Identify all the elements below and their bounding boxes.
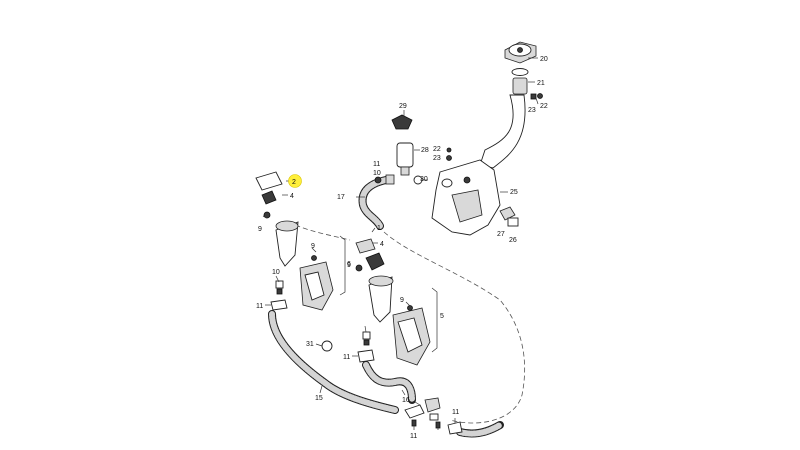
callout-1a[interactable]: 1 bbox=[377, 225, 381, 232]
callout-9d[interactable]: 9 bbox=[400, 297, 404, 304]
callout-2[interactable]: 2 bbox=[292, 179, 296, 186]
lower-fittings[interactable] bbox=[404, 397, 463, 435]
callout-11c[interactable]: 11 bbox=[343, 354, 350, 361]
callout-11b[interactable]: 11 bbox=[256, 303, 263, 310]
callout-29[interactable]: 29 bbox=[399, 103, 407, 110]
callout-23b[interactable]: 23 bbox=[433, 155, 441, 162]
callout-15[interactable]: 15 bbox=[315, 395, 323, 402]
callout-5[interactable]: 5 bbox=[440, 313, 444, 320]
callout-25[interactable]: 25 bbox=[510, 189, 518, 196]
line-routing bbox=[383, 231, 526, 424]
callout-22a[interactable]: 22 bbox=[540, 103, 548, 110]
callout-11d[interactable]: 11 bbox=[410, 433, 417, 440]
callout-23a[interactable]: 23 bbox=[528, 107, 536, 114]
callout-30[interactable]: 30 bbox=[420, 176, 428, 183]
callout-9a[interactable]: 9 bbox=[258, 226, 262, 233]
callout-4a[interactable]: 4 bbox=[290, 193, 294, 200]
hose-15[interactable] bbox=[268, 310, 399, 414]
callout-28[interactable]: 28 bbox=[421, 147, 429, 154]
washer-reservoir[interactable] bbox=[431, 41, 537, 236]
hose-lower-right[interactable] bbox=[456, 421, 504, 438]
callout-4b[interactable]: 4 bbox=[380, 241, 384, 248]
leader-lines bbox=[262, 57, 539, 430]
callout-21[interactable]: 21 bbox=[537, 80, 545, 87]
callout-9b[interactable]: 9 bbox=[311, 243, 315, 250]
hose-16[interactable] bbox=[362, 361, 416, 404]
right-washer-nozzle-assembly[interactable] bbox=[321, 238, 431, 366]
callout-11e[interactable]: 11 bbox=[452, 409, 459, 416]
callout-11a[interactable]: 11 bbox=[373, 161, 380, 168]
callout-6[interactable]: 6 bbox=[347, 261, 351, 268]
line-routing-2 bbox=[287, 221, 351, 241]
callout-20[interactable]: 20 bbox=[540, 56, 548, 63]
callout-10a[interactable]: 10 bbox=[373, 170, 381, 177]
callout-labels: 20 21 22 23 25 26 27 29 28 22 23 30 11 1… bbox=[256, 56, 548, 440]
callout-26[interactable]: 26 bbox=[509, 237, 517, 244]
hose-17[interactable] bbox=[358, 174, 395, 230]
callout-10b[interactable]: 10 bbox=[272, 269, 280, 276]
callout-27[interactable]: 27 bbox=[497, 231, 505, 238]
left-washer-nozzle-assembly[interactable] bbox=[255, 171, 334, 311]
callout-22b[interactable]: 22 bbox=[433, 146, 441, 153]
callout-9c[interactable]: 9 bbox=[347, 262, 351, 269]
callout-16[interactable]: 16 bbox=[402, 397, 410, 404]
callout-31[interactable]: 31 bbox=[306, 341, 314, 348]
selected-callout-highlight bbox=[288, 174, 302, 188]
callout-17[interactable]: 17 bbox=[337, 194, 345, 201]
